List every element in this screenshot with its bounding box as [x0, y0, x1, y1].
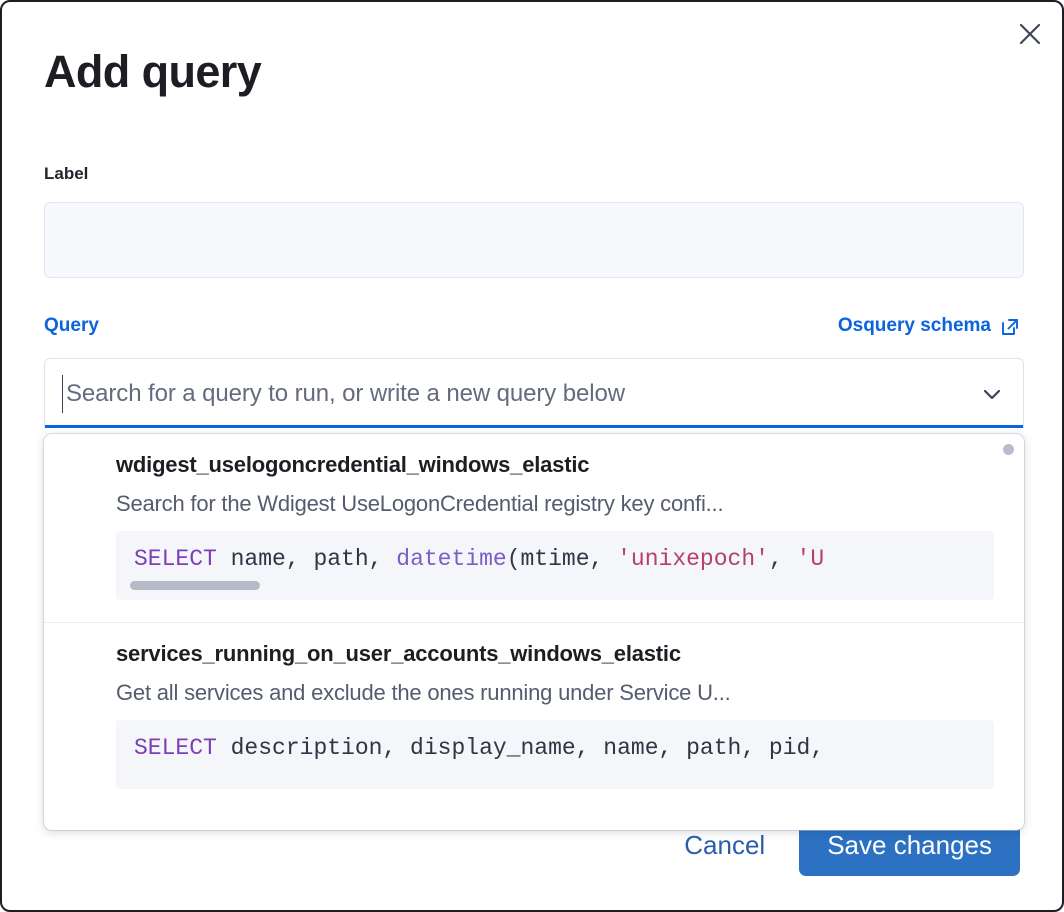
query-suggestions-dropdown: wdigest_uselogoncredential_windows_elast…	[44, 434, 1024, 830]
list-item[interactable]: wdigest_uselogoncredential_windows_elast…	[44, 434, 1024, 622]
suggestion-code-block: SELECT description, display_name, name, …	[116, 719, 994, 789]
label-input[interactable]	[44, 202, 1024, 278]
suggestion-description: Get all services and exclude the ones ru…	[116, 679, 731, 705]
suggestion-title: services_running_on_user_accounts_window…	[116, 640, 681, 666]
close-icon-glyph	[1019, 23, 1041, 45]
osquery-schema-link-label: Osquery schema	[837, 315, 991, 336]
suggestion-description: Search for the Wdigest UseLogonCredentia…	[116, 491, 724, 516]
chevron-down-icon-glyph	[983, 389, 1001, 399]
query-section-label: Query	[44, 315, 99, 336]
suggestion-code-block: SELECT name, path, datetime(mtime, 'unix…	[116, 531, 994, 600]
osquery-schema-link[interactable]: Osquery schema	[838, 315, 1020, 337]
list-item[interactable]: services_running_on_user_accounts_window…	[44, 621, 1024, 811]
close-icon[interactable]	[1010, 14, 1050, 54]
suggestion-title: wdigest_uselogoncredential_windows_elast…	[116, 452, 590, 477]
label-field-label: Label	[44, 164, 89, 183]
dropdown-scrollbar[interactable]	[1003, 444, 1014, 455]
code-horizontal-scrollbar[interactable]	[130, 580, 260, 590]
query-search-combobox[interactable]: Search for a query to run, or write a ne…	[44, 358, 1024, 428]
page-title: Add query	[44, 46, 262, 97]
query-search-placeholder: Search for a query to run, or write a ne…	[66, 379, 625, 407]
text-caret	[62, 375, 63, 413]
external-link-icon	[1002, 318, 1018, 335]
chevron-down-icon[interactable]	[975, 377, 1009, 411]
cancel-button[interactable]: Cancel	[680, 822, 769, 869]
